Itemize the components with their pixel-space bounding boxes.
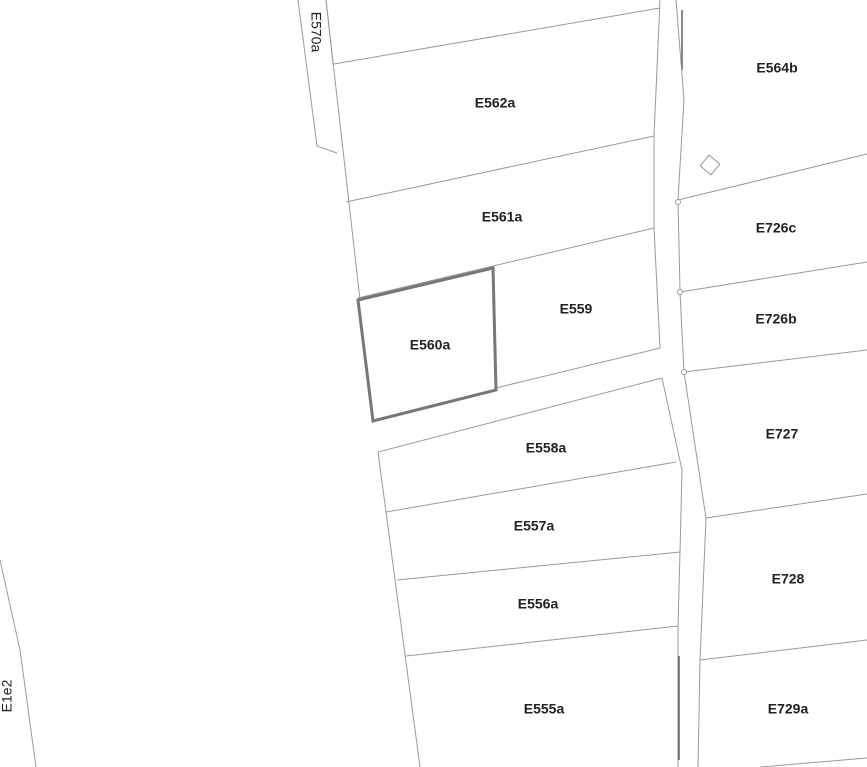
road-e1e2-boundary	[0, 559, 37, 767]
parcel-label-e560a[interactable]: E560a	[410, 337, 451, 353]
parcel-column-left-boundary	[325, 0, 361, 301]
boundary-node	[681, 369, 687, 375]
parcel-label-e729a: E729a	[768, 701, 809, 717]
divider-e562a-e561a	[345, 135, 655, 203]
parcel-label-e726b: E726b	[755, 311, 796, 327]
boundary-node	[677, 289, 683, 295]
divider-e564b-e726c	[677, 153, 867, 201]
parcel-label-e556a: E556a	[518, 596, 559, 612]
divider-e561a-e559	[357, 227, 655, 299]
parcel-label-e555a: E555a	[524, 701, 565, 717]
divider-e559-bottom	[495, 347, 661, 389]
divider-bottom-right	[759, 757, 867, 767]
left-column-right-edge-bottom	[661, 377, 683, 767]
parcel-label-e559: E559	[560, 301, 593, 317]
divider-e728-e729a	[699, 639, 867, 661]
parcel-label-e728: E728	[772, 571, 805, 587]
divider-e557a-e556a	[396, 551, 681, 581]
divider-e558a-e557a	[385, 461, 677, 513]
divider-e726c-e726b	[679, 261, 867, 293]
selected-parcel-outline[interactable]	[356, 266, 498, 423]
road-label-e570a: E570a	[308, 12, 324, 53]
boundary-node	[675, 199, 681, 205]
road-e570a-boundary	[297, 0, 338, 154]
divider-e727-e728	[705, 493, 867, 519]
divider-top	[333, 7, 661, 65]
left-column-right-edge-top	[653, 0, 661, 349]
parcel-label-e562a: E562a	[475, 95, 516, 111]
parcel-column-left-boundary-lower	[377, 451, 421, 767]
divider-e558a-top	[377, 377, 663, 453]
parcel-label-e727: E727	[766, 426, 799, 442]
divider-e556a-e555a	[405, 625, 679, 657]
parcel-label-e726c: E726c	[756, 220, 797, 236]
parcel-label-e558a: E558a	[526, 440, 567, 456]
parcel-label-e564b: E564b	[756, 60, 797, 76]
road-label-e1e2: E1e2	[0, 679, 15, 712]
parcel-label-e557a: E557a	[514, 518, 555, 534]
divider-e726b-e727	[683, 349, 867, 373]
parcel-label-e561a: E561a	[482, 209, 523, 225]
road-right-boundary	[675, 0, 707, 767]
building-marker	[699, 154, 721, 176]
